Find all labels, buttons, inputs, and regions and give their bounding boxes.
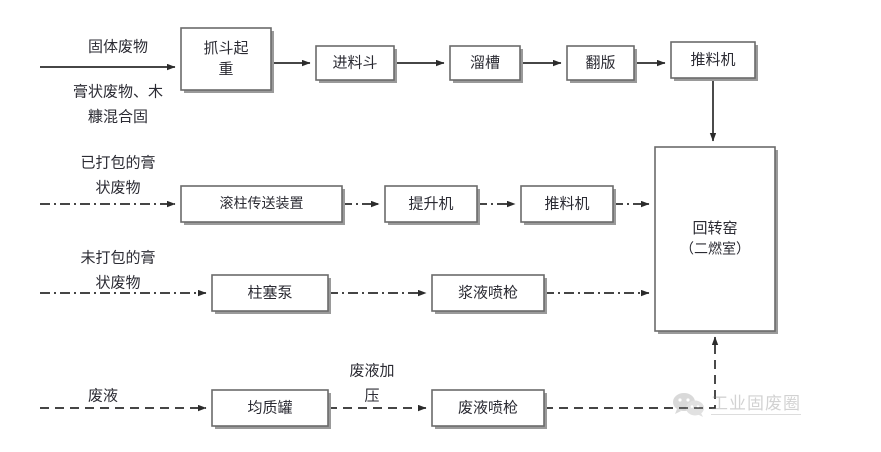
label-line: 废液加 <box>349 362 394 380</box>
node-chute[interactable]: 溜槽 <box>449 45 523 83</box>
node-label: 回转窑 <box>692 219 737 237</box>
node-pusher-mid[interactable]: 推料机 <box>520 185 616 225</box>
node-label: （二燃室） <box>680 241 750 258</box>
watermark: 工业固废圈 <box>672 392 801 418</box>
label-line: 膏状废物、木 <box>73 83 163 101</box>
node-box[interactable] <box>449 45 521 81</box>
node-slurry-gun[interactable]: 浆液喷枪 <box>431 274 547 314</box>
node-pusher-top[interactable]: 推料机 <box>670 41 758 81</box>
node-label: 柱塞泵 <box>247 284 292 302</box>
node-box[interactable] <box>520 185 614 223</box>
label-line: 已打包的膏 <box>80 154 155 172</box>
node-layer: 抓斗起重进料斗溜槽翻版推料机回转窑（二燃室）滚柱传送装置提升机推料机柱塞泵浆液喷… <box>180 27 778 429</box>
node-feed-hopper[interactable]: 进料斗 <box>315 45 397 83</box>
label-line: 压 <box>364 387 379 405</box>
node-label: 提升机 <box>408 195 453 213</box>
node-label: 均质罐 <box>247 399 292 417</box>
node-label: 溜槽 <box>470 54 500 72</box>
node-box[interactable] <box>315 45 395 81</box>
node-label: 推料机 <box>544 195 589 213</box>
node-roller-conveyor[interactable]: 滚柱传送装置 <box>180 185 345 225</box>
node-elevator[interactable]: 提升机 <box>384 185 480 225</box>
node-plunger-pump[interactable]: 柱塞泵 <box>211 274 331 314</box>
node-label: 翻版 <box>585 54 615 72</box>
edge-layer <box>40 59 719 412</box>
node-box[interactable] <box>384 185 478 223</box>
label-line: 固体废物 <box>88 38 148 56</box>
node-box[interactable] <box>211 274 329 312</box>
node-label: 推料机 <box>690 51 735 69</box>
node-label: 废液喷枪 <box>458 399 518 417</box>
label-line: 状废物 <box>95 274 140 292</box>
node-label: 重 <box>218 60 233 78</box>
label-input-waste-liquid: 废液 <box>88 387 118 405</box>
label-line: 废液 <box>88 387 118 405</box>
node-box[interactable] <box>566 45 635 81</box>
node-box[interactable] <box>431 274 545 312</box>
label-input-solid-waste: 固体废物 <box>88 38 148 56</box>
node-box[interactable] <box>211 389 329 427</box>
node-box[interactable] <box>670 41 756 79</box>
node-box[interactable] <box>180 27 272 91</box>
label-line: 未打包的膏 <box>80 249 155 267</box>
node-label: 进料斗 <box>332 54 377 72</box>
node-homogenize-tank[interactable]: 均质罐 <box>211 389 331 429</box>
wechat-icon <box>673 393 704 417</box>
node-label: 抓斗起 <box>203 39 248 57</box>
label-line: 状废物 <box>95 179 140 197</box>
node-waste-liquid-gun[interactable]: 废液喷枪 <box>431 389 547 429</box>
node-box[interactable] <box>654 146 776 332</box>
node-flipper[interactable]: 翻版 <box>566 45 637 83</box>
node-label: 滚柱传送装置 <box>220 195 304 212</box>
node-box[interactable] <box>180 185 343 223</box>
node-label: 浆液喷枪 <box>458 284 518 302</box>
node-box[interactable] <box>431 389 545 427</box>
node-rotary-kiln[interactable]: 回转窑 （二燃室） <box>654 146 778 334</box>
watermark-text: 工业固废圈 <box>711 393 801 416</box>
label-line: 糠混合固 <box>88 108 148 126</box>
flow-edge <box>544 336 719 409</box>
